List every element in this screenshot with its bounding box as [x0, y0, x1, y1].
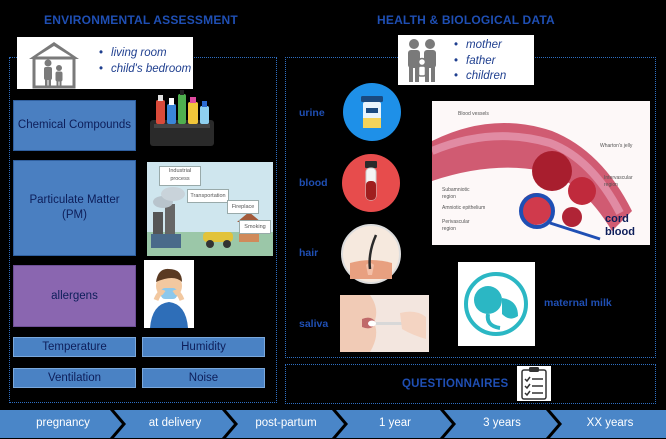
- health-data-heading: HEALTH & BIOLOGICAL DATA: [377, 13, 555, 27]
- pm-sources-image: Industrial process Transportation Firepl…: [147, 162, 273, 256]
- wharton-jelly-label: Wharton's jelly: [600, 143, 633, 149]
- hair-label: hair: [299, 247, 319, 259]
- timeline-step-3-years: 3 years: [483, 417, 521, 429]
- blood-vessels-label: Blood vessels: [458, 111, 489, 117]
- clipboard-checklist-icon: [521, 367, 547, 400]
- location-item: child's bedroom: [99, 62, 191, 78]
- urine-label: urine: [299, 107, 325, 119]
- breastfeeding-icon: [464, 272, 528, 336]
- transportation-label: Transportation: [187, 189, 229, 203]
- family-icon: [408, 39, 436, 82]
- saliva-sample-image: [340, 295, 429, 352]
- ventilation-box: Ventilation: [13, 368, 136, 388]
- fireplace-label: Fireplace: [227, 200, 259, 214]
- participant-list: mother father children: [454, 38, 506, 85]
- saliva-swab-illustration: [340, 295, 426, 352]
- questionnaires-panel: [285, 364, 656, 404]
- urine-sample-icon: [343, 83, 401, 141]
- timeline-step-postpartum: post-partum: [255, 417, 317, 429]
- timeline-step-1-year: 1 year: [379, 417, 411, 429]
- intervascular-label: Intervascular region: [604, 175, 633, 188]
- saliva-label: saliva: [299, 318, 329, 330]
- cord-blood-label: cord blood: [605, 213, 635, 239]
- industrial-process-label: Industrial process: [159, 166, 201, 186]
- cord-label: cord: [605, 213, 629, 225]
- questionnaires-label: QUESTIONNAIRES: [402, 378, 509, 390]
- amniotic-label: Amniotic epithelium: [442, 205, 486, 211]
- chemical-compounds-label: Chemical Compounds: [17, 119, 132, 131]
- house-family-icon: [29, 42, 79, 89]
- participant-item: mother: [454, 38, 506, 54]
- subamniotic-label: Subamniotic region: [442, 187, 470, 200]
- cord-blood-diagram: Blood vessels Wharton's jelly Intervascu…: [432, 101, 650, 245]
- blood-word-label: blood: [605, 226, 635, 238]
- particulate-matter-box: Particulate Matter (PM): [13, 160, 136, 256]
- participants-box: mother father children: [398, 35, 534, 85]
- particulate-matter-label: Particulate Matter (PM): [29, 194, 120, 221]
- questionnaire-image: [517, 366, 551, 401]
- participant-item: father: [454, 54, 506, 70]
- umbilical-cord-illustration: [432, 123, 632, 241]
- blood-tube-icon: [365, 161, 377, 201]
- allergens-label: allergens: [51, 289, 98, 302]
- blood-label: blood: [299, 177, 328, 189]
- timeline-bar: pregnancy at delivery post-partum 1 year…: [0, 409, 666, 439]
- noise-label: Noise: [188, 371, 219, 384]
- humidity-box: Humidity: [142, 337, 265, 357]
- hair-sample-icon: [341, 224, 401, 284]
- noise-box: Noise: [142, 368, 265, 388]
- location-item: living room: [99, 46, 191, 62]
- maternal-milk-image: [458, 262, 535, 346]
- timeline-step-delivery: at delivery: [148, 417, 202, 429]
- perivascular-label: Perivascular region: [442, 219, 470, 232]
- maternal-milk-label: maternal milk: [544, 297, 612, 309]
- urine-cup-icon: [361, 96, 383, 128]
- sneezing-person-icon: [150, 268, 188, 328]
- environmental-assessment-heading: ENVIRONMENTAL ASSESSMENT: [44, 13, 238, 27]
- hair-follicle-icon: [350, 234, 392, 279]
- chemical-compounds-box: Chemical Compounds: [13, 100, 136, 151]
- blood-sample-icon: [342, 154, 400, 212]
- temperature-label: Temperature: [42, 340, 107, 353]
- timeline-step-pregnancy: pregnancy: [36, 417, 90, 429]
- timeline-chevrons: [0, 410, 666, 438]
- ventilation-label: Ventilation: [47, 371, 102, 384]
- smoking-label: Smoking: [239, 220, 271, 234]
- cleaning-products-image: [150, 90, 214, 146]
- humidity-label: Humidity: [181, 340, 226, 353]
- allergy-person-image: [144, 260, 194, 328]
- location-list: living room child's bedroom: [99, 46, 191, 77]
- participant-item: children: [454, 69, 506, 85]
- temperature-box: Temperature: [13, 337, 136, 357]
- allergens-box: allergens: [13, 265, 136, 327]
- home-locations-box: living room child's bedroom: [17, 37, 193, 89]
- timeline-step-xx-years: XX years: [586, 417, 634, 429]
